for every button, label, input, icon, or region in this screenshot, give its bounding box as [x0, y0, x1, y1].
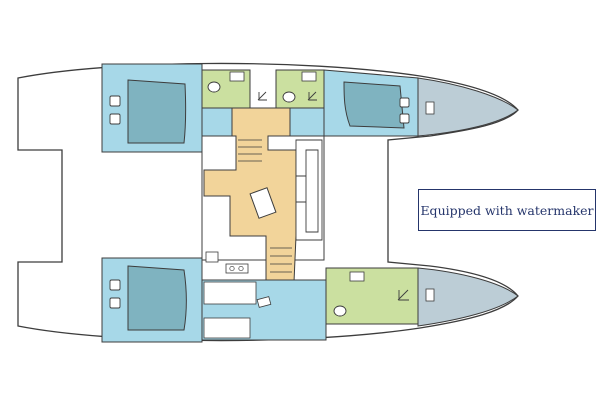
- port-aft-head: [201, 69, 267, 109]
- double-bed-icon: [343, 81, 405, 129]
- starboard-head: [325, 267, 419, 325]
- shower-icon: [397, 289, 409, 301]
- port-aft-cabin: [101, 63, 203, 153]
- double-bed-icon: [127, 79, 187, 144]
- shower-icon: [257, 91, 267, 101]
- starboard-aft-cabin: [101, 257, 203, 343]
- bow-floor: [417, 267, 519, 327]
- cabinet: [203, 317, 251, 339]
- pillow-icon: [399, 113, 410, 124]
- head-floor: [275, 69, 325, 109]
- double-bed-icon: [127, 265, 187, 331]
- pillow-icon: [109, 113, 121, 125]
- bow-floor: [417, 77, 519, 137]
- port-bow-locker: [417, 77, 519, 137]
- pillow-icon: [109, 95, 121, 107]
- pillow-icon: [399, 97, 410, 108]
- pillow-icon: [109, 297, 121, 309]
- starboard-corridor: [201, 279, 327, 341]
- watermaker-note-text: Equipped with watermaker: [420, 202, 594, 218]
- pillow-icon: [256, 296, 272, 308]
- port-fwd-cabin: [323, 69, 419, 137]
- counter: [203, 281, 257, 305]
- sink-icon: [205, 251, 219, 263]
- table-icon: [249, 187, 277, 219]
- starboard-bow-locker: [417, 267, 519, 327]
- pillow-icon: [109, 279, 121, 291]
- burner: [238, 265, 244, 272]
- sofa-icon: [295, 139, 323, 241]
- stove-icon: [225, 263, 249, 274]
- stairs-icon: [270, 247, 292, 273]
- stove-top: [225, 263, 249, 274]
- burner: [229, 265, 235, 272]
- shower-icon: [307, 91, 317, 101]
- stairs-icon: [238, 139, 262, 162]
- sink-icon: [349, 271, 365, 282]
- saloon: [201, 107, 325, 283]
- toilet-icon: [282, 91, 296, 103]
- toilet-icon: [207, 81, 221, 93]
- port-fwd-head: [275, 69, 325, 109]
- hatch-icon: [425, 101, 435, 115]
- hatch-icon: [425, 288, 435, 302]
- watermaker-note: Equipped with watermaker: [418, 189, 596, 231]
- sink-icon: [229, 71, 245, 82]
- toilet-icon: [333, 305, 347, 317]
- sink-icon: [301, 71, 317, 82]
